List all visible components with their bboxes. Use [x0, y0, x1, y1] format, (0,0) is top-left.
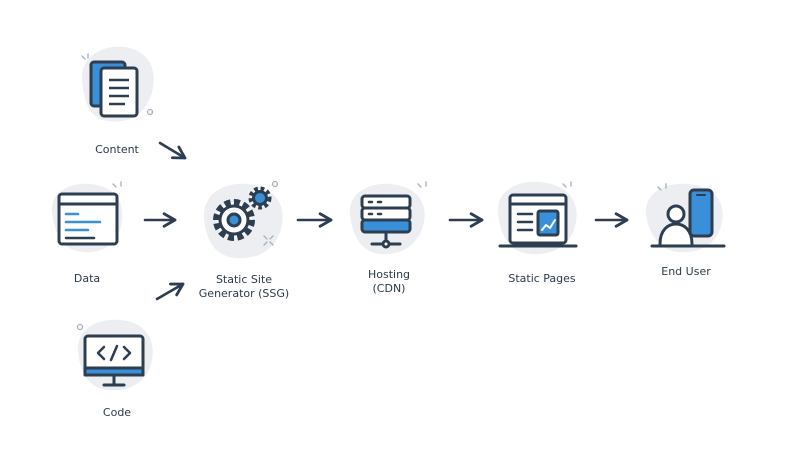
static-pages-label: Static Pages	[508, 272, 576, 285]
ssg-label: Static Site Generator (SSG)	[199, 273, 289, 301]
data-node	[51, 181, 123, 253]
end-user-node	[645, 183, 726, 253]
static-pages-node	[497, 181, 578, 255]
code-node	[76, 319, 153, 391]
dot-icon	[271, 180, 279, 188]
dot-icon	[146, 108, 154, 116]
sparkle-icon	[263, 235, 274, 246]
window-list-icon	[57, 192, 119, 246]
content-node	[81, 46, 154, 122]
hosting-label-line1: Hosting	[367, 268, 411, 281]
ssg-label-line1: Static Site	[215, 273, 273, 286]
monitor-code-icon	[83, 334, 145, 387]
ssg-label-line2: Generator (SSG)	[198, 287, 290, 300]
arrow-content-to-ssg	[158, 141, 187, 160]
hosting-node	[349, 181, 427, 255]
data-label: Data	[73, 272, 101, 285]
arrow-code-to-ssg	[155, 282, 185, 301]
sparkle-icon	[112, 181, 122, 188]
sparkle-icon	[81, 53, 89, 60]
sparkle-icon	[562, 181, 572, 188]
hosting-label-line2: (CDN)	[372, 282, 406, 295]
code-label: Code	[102, 406, 132, 419]
content-label: Content	[95, 143, 139, 156]
ssg-node	[203, 180, 283, 259]
documents-icon	[89, 60, 139, 118]
gears-icon	[213, 186, 272, 241]
end-user-label: End User	[661, 265, 711, 278]
arrows	[143, 141, 629, 301]
server-icon	[360, 194, 412, 249]
sparkle-icon	[417, 181, 427, 188]
dot-icon	[76, 323, 84, 331]
web-page-icon	[498, 193, 578, 248]
user-phone-icon	[650, 188, 726, 248]
sparkle-icon	[657, 183, 667, 191]
hosting-label: Hosting (CDN)	[368, 268, 410, 296]
